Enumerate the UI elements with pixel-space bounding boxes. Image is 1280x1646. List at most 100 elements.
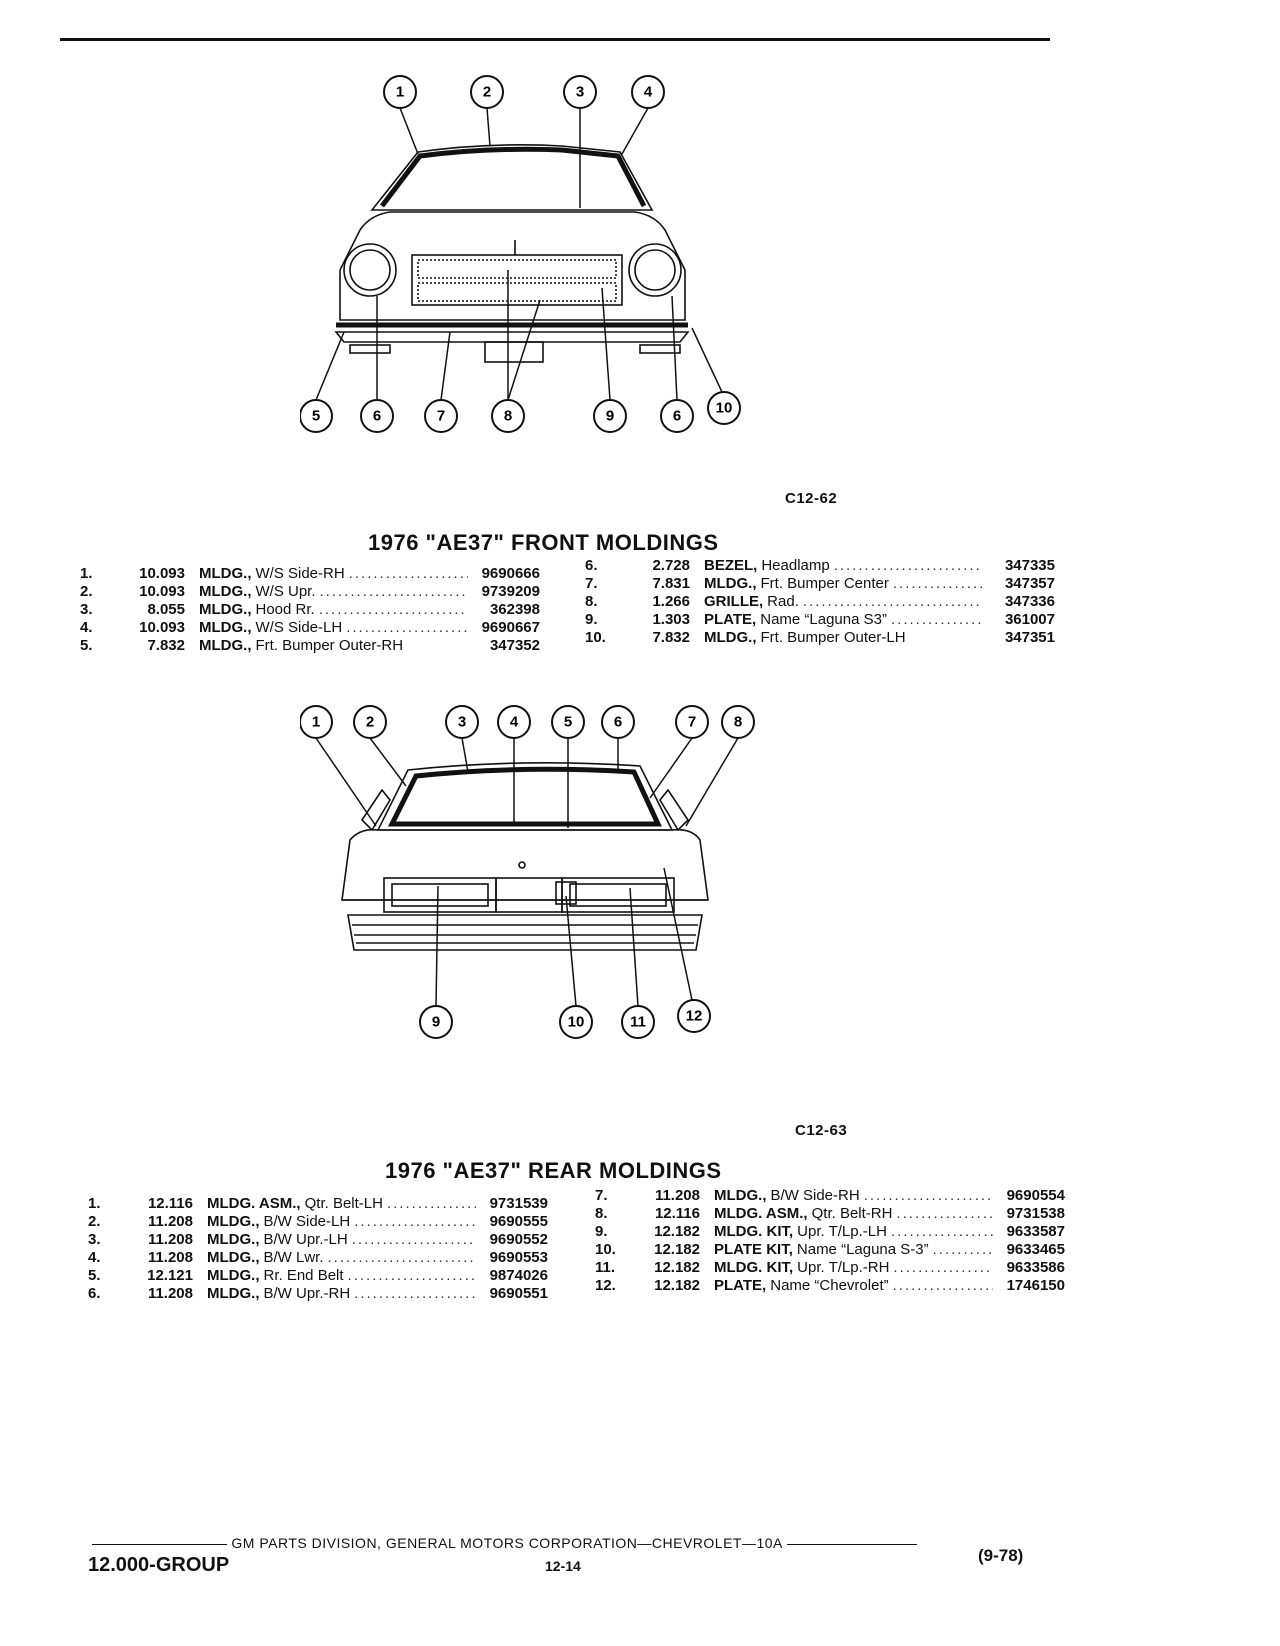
front-callout-5: 5 — [300, 399, 333, 433]
part-desc: Frt. Bumper Center — [760, 575, 889, 592]
part-number: 9633465 — [1006, 1241, 1065, 1258]
part-desc: Frt. Bumper Outer-LH — [760, 629, 906, 646]
svg-text:7: 7 — [437, 408, 445, 425]
group-code: 10.093 — [139, 565, 185, 582]
svg-text:8: 8 — [734, 714, 742, 731]
rear-figure-code: C12-63 — [795, 1122, 848, 1139]
part-name: MLDG., — [199, 565, 252, 582]
rear-callout-9: 9 — [419, 1005, 453, 1039]
part-name: MLDG. ASM., — [714, 1205, 808, 1222]
part-number: 9739209 — [481, 583, 540, 600]
front-moldings-figure: 1 2 3 4 5 6 7 8 9 6 10 — [300, 70, 780, 460]
part-desc: Name “Laguna S3” — [760, 611, 887, 628]
part-number: 9633586 — [1006, 1259, 1065, 1276]
item-number: 3. — [80, 601, 93, 618]
part-desc: Hood Rr. — [255, 601, 315, 618]
rear-callouts: 1 2 3 4 5 6 7 8 9 10 11 12 — [300, 705, 755, 1039]
svg-text:6: 6 — [673, 408, 681, 425]
group-code: 10.093 — [139, 583, 185, 600]
svg-text:4: 4 — [510, 714, 519, 731]
svg-text:10: 10 — [716, 400, 733, 417]
item-number: 12. — [595, 1277, 616, 1294]
footer-publisher-text: GM PARTS DIVISION, GENERAL MOTORS CORPOR… — [231, 1535, 783, 1551]
group-code: 7.831 — [652, 575, 690, 592]
svg-text:3: 3 — [458, 714, 466, 731]
item-number: 11. — [595, 1259, 616, 1276]
rear-callout-1: 1 — [300, 705, 333, 739]
part-number: 347351 — [1004, 629, 1055, 646]
part-name: BEZEL, — [704, 557, 758, 574]
footer-group-label: 12.000-GROUP — [88, 1554, 230, 1576]
item-number: 10. — [585, 629, 606, 646]
svg-text:2: 2 — [483, 84, 491, 101]
part-desc: W/S Upr. — [255, 583, 316, 600]
rear-callout-4: 4 — [497, 705, 531, 739]
part-number: 9874026 — [489, 1267, 548, 1284]
part-desc: B/W Side-RH — [770, 1187, 860, 1204]
item-number: 9. — [595, 1223, 608, 1240]
item-number: 10. — [595, 1241, 616, 1258]
part-number: 9690553 — [489, 1249, 548, 1266]
part-desc: Frt. Bumper Outer-RH — [255, 637, 404, 654]
svg-text:8: 8 — [504, 408, 512, 425]
front-callout-10: 10 — [707, 391, 741, 425]
group-code: 11.208 — [147, 1285, 193, 1302]
item-number: 1. — [80, 565, 93, 582]
group-code: 8.055 — [147, 601, 185, 618]
group-code: 12.182 — [654, 1277, 700, 1294]
part-name: MLDG. KIT, — [714, 1259, 794, 1276]
item-number: 5. — [88, 1267, 101, 1284]
footer-date: (9-78) — [978, 1546, 1024, 1565]
part-desc: Upr. T/Lp.-LH — [797, 1223, 887, 1240]
front-figure-code: C12-62 — [785, 490, 838, 507]
item-number: 4. — [80, 619, 93, 636]
group-code: 11.208 — [147, 1231, 193, 1248]
part-number: 1746150 — [1006, 1277, 1065, 1294]
rear-callout-2: 2 — [353, 705, 387, 739]
part-name: MLDG., — [199, 619, 252, 636]
rear-callout-7: 7 — [675, 705, 709, 739]
group-code: 7.832 — [652, 629, 690, 646]
svg-text:12: 12 — [686, 1008, 703, 1025]
part-number: 9690555 — [489, 1213, 548, 1230]
svg-text:1: 1 — [312, 714, 320, 731]
svg-text:7: 7 — [688, 714, 696, 731]
part-name: MLDG. KIT, — [714, 1223, 794, 1240]
svg-text:1: 1 — [396, 84, 404, 101]
front-callout-9: 9 — [593, 399, 627, 433]
part-desc: B/W Lwr. — [263, 1249, 324, 1266]
part-name: MLDG., — [207, 1213, 260, 1230]
svg-text:3: 3 — [576, 84, 584, 101]
part-desc: Qtr. Belt-RH — [811, 1205, 893, 1222]
item-number: 7. — [595, 1187, 608, 1204]
part-number: 361007 — [1004, 611, 1055, 628]
front-callout-7: 7 — [424, 399, 458, 433]
part-desc: Name “Laguna S-3” — [796, 1241, 929, 1258]
part-desc: Headlamp — [761, 557, 830, 574]
group-code: 10.093 — [139, 619, 185, 636]
svg-text:9: 9 — [606, 408, 614, 425]
front-callout-6b: 6 — [660, 399, 694, 433]
group-code: 11.208 — [147, 1249, 193, 1266]
part-number: 9690552 — [489, 1231, 548, 1248]
front-callout-1: 1 — [383, 75, 417, 109]
item-number: 6. — [88, 1285, 101, 1302]
part-number: 9633587 — [1006, 1223, 1065, 1240]
svg-text:11: 11 — [630, 1014, 646, 1031]
item-number: 3. — [88, 1231, 101, 1248]
item-number: 8. — [585, 593, 598, 610]
part-number: 347336 — [1004, 593, 1055, 610]
rear-moldings-figure: 1 2 3 4 5 6 7 8 9 10 11 12 — [300, 700, 800, 1100]
group-code: 12.116 — [147, 1195, 193, 1212]
front-section-title: 1976 "AE37" FRONT MOLDINGS — [368, 530, 719, 555]
